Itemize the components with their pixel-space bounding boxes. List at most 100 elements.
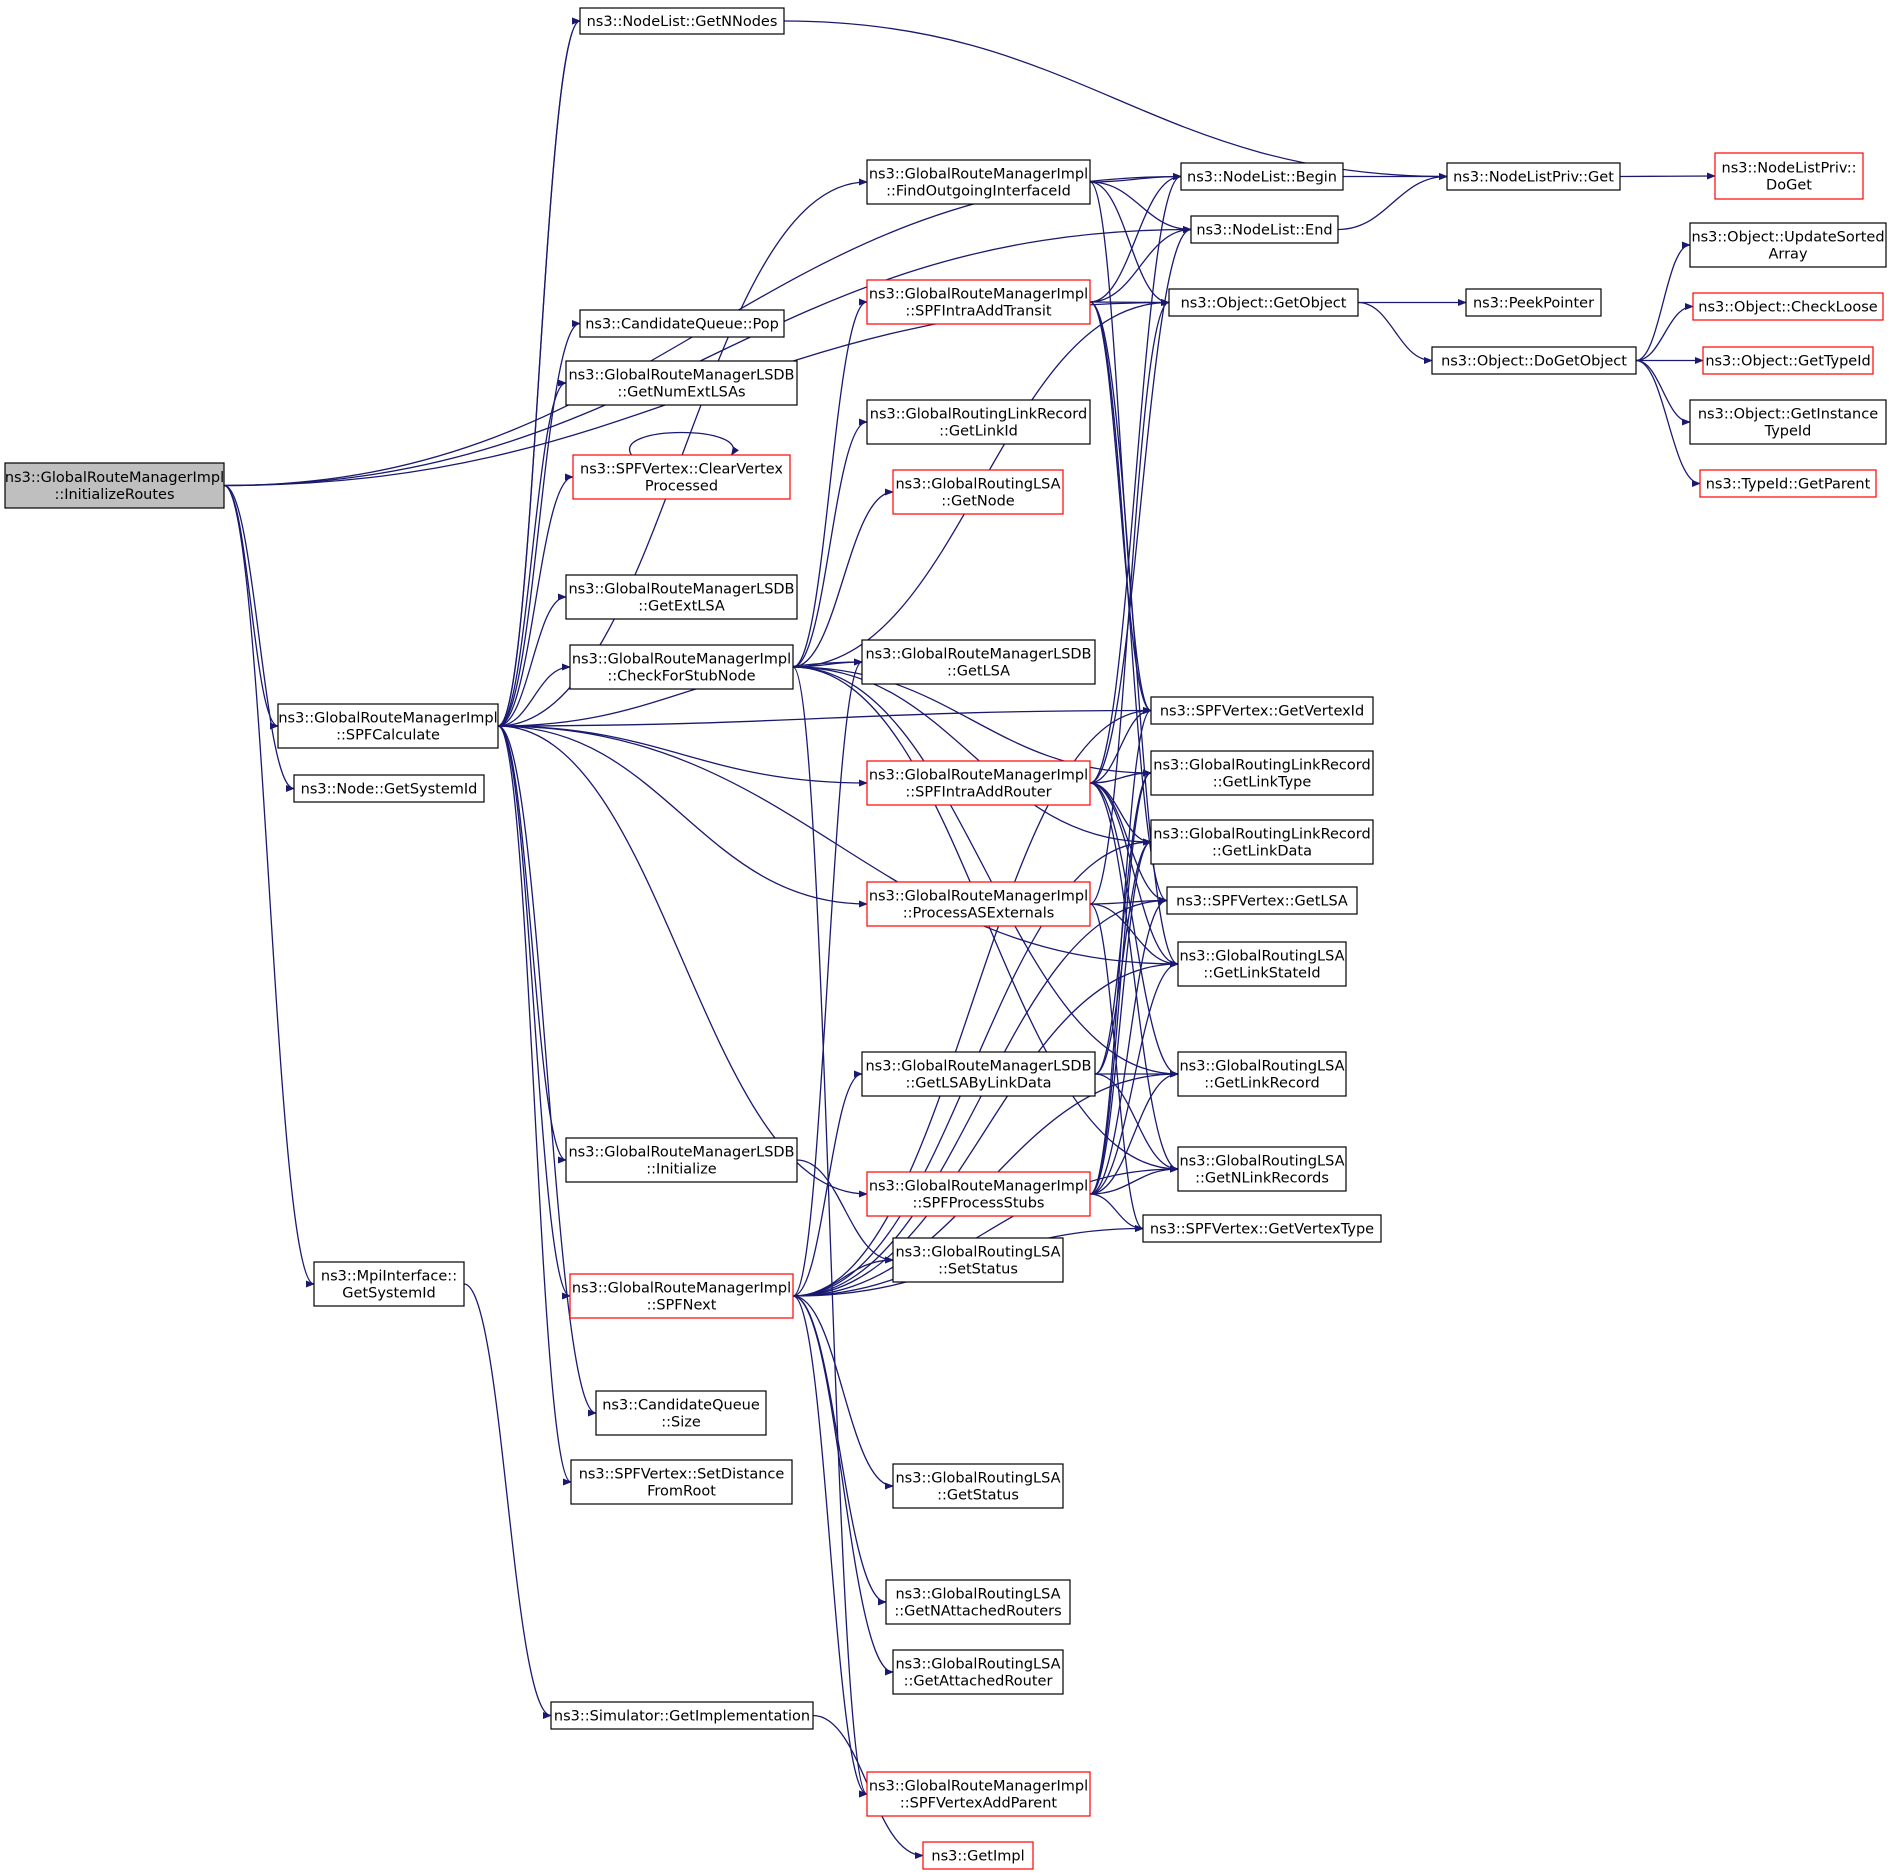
node-node-list-priv-do-get[interactable]: ns3::NodeListPriv::DoGet [1714,152,1864,200]
node-spfprocess-stubs[interactable]: ns3::GlobalRouteManagerImpl::SPFProcessS… [866,1171,1091,1217]
node-lsaget-status[interactable]: ns3::GlobalRoutingLSA::GetStatus [892,1463,1064,1509]
call-edge [792,666,1152,846]
node-node-list-begin[interactable]: ns3::NodeList::Begin [1180,162,1344,191]
node-peek-pointer[interactable]: ns3::PeekPointer [1465,288,1602,317]
node-label: ns3::NodeListPriv::Get [1453,170,1614,186]
node-get-vertex-id[interactable]: ns3::SPFVertex::GetVertexId [1150,696,1374,725]
node-process-asexternals[interactable]: ns3::GlobalRouteManagerImpl::ProcessASEx… [866,881,1091,927]
node-label: ns3::Node::GetSystemId [301,782,478,798]
node-box [892,1237,1064,1283]
node-cand-size[interactable]: ns3::CandidateQueue::Size [595,1390,767,1436]
node-get-type-id[interactable]: ns3::Object::GetTypeId [1702,346,1874,375]
node-label: ns3::CandidateQueue [602,1398,760,1414]
node-spfvertex-add-parent[interactable]: ns3::GlobalRouteManagerImpl::SPFVertexAd… [866,1771,1091,1817]
node-get-object[interactable]: ns3::Object::GetObject [1168,288,1359,317]
node-initialize-routes[interactable]: ns3::GlobalRouteManagerImpl::InitializeR… [4,462,225,509]
node-get-ext-lsa[interactable]: ns3::GlobalRouteManagerLSDB::GetExtLSA [565,574,798,620]
node-box [1180,162,1344,191]
node-label: ns3::GlobalRouteManagerLSDB [865,647,1091,663]
node-get-num-ext-lsas[interactable]: ns3::GlobalRouteManagerLSDB::GetNumExtLS… [565,360,798,406]
node-cand-pop[interactable]: ns3::CandidateQueue::Pop [579,309,785,338]
node-lsdbget-lsa[interactable]: ns3::GlobalRouteManagerLSDB::GetLSA [861,639,1096,685]
node-box [866,399,1091,445]
node-box [1689,399,1887,445]
node-box [866,1171,1091,1217]
node-node-list-end[interactable]: ns3::NodeList::End [1190,215,1339,244]
node-node-list-priv-get[interactable]: ns3::NodeListPriv::Get [1446,162,1621,191]
call-edge [497,379,567,727]
node-box [565,574,798,620]
call-edge [497,725,868,787]
node-do-get-object[interactable]: ns3::Object::DoGetObject [1431,346,1637,375]
node-label: ns3::PeekPointer [1473,296,1594,312]
node-label: ns3::GlobalRouteManagerImpl [869,1179,1088,1195]
node-get-system-id-node[interactable]: ns3::Node::GetSystemId [293,774,485,803]
node-label: ::GetLinkType [1213,775,1312,791]
node-box [313,1261,465,1307]
node-get-attached[interactable]: ns3::GlobalRoutingLSA::GetAttachedRouter [892,1649,1064,1695]
node-get-nlink-records[interactable]: ns3::GlobalRoutingLSA::GetNLinkRecords [1177,1146,1347,1192]
node-label: ::GetLinkId [939,424,1018,440]
call-edge [792,488,894,668]
node-check-for-stub-node[interactable]: ns3::GlobalRouteManagerImpl::CheckForStu… [569,644,794,690]
node-spfintra-add-router[interactable]: ns3::GlobalRouteManagerImpl::SPFIntraAdd… [866,760,1091,806]
call-edge [1619,172,1716,180]
node-box [569,1273,794,1319]
call-edge [1337,172,1448,231]
node-get-link-record[interactable]: ns3::GlobalRoutingLSA::GetLinkRecord [1177,1051,1347,1097]
node-label: ::GetNAttachedRouters [894,1604,1061,1620]
node-label: ns3::GlobalRoutingLSA [895,1471,1060,1487]
call-edge [497,725,567,1164]
node-label: ns3::Simulator::GetImplementation [554,1709,810,1725]
call-edge [792,298,868,668]
node-get-impl[interactable]: ns3::GetImpl [922,1841,1034,1870]
node-spfnext[interactable]: ns3::GlobalRouteManagerImpl::SPFNext [569,1273,794,1319]
node-box [866,760,1091,806]
node-check-loose[interactable]: ns3::Object::CheckLoose [1692,292,1884,321]
node-label: ::GetAttachedRouter [904,1674,1053,1690]
node-mpi-get-system-id[interactable]: ns3::MpiInterface::GetSystemId [313,1261,465,1307]
node-box [570,1459,793,1505]
node-link-rec-get-link-type[interactable]: ns3::GlobalRoutingLinkRecord::GetLinkTyp… [1150,750,1374,796]
node-link-rec-get-link-id[interactable]: ns3::GlobalRoutingLinkRecord::GetLinkId [866,399,1091,445]
node-get-nnodes[interactable]: ns3::NodeList::GetNNodes [579,7,785,35]
call-edge [1635,241,1691,362]
call-edge [1089,838,1152,1195]
node-vertex-get-lsa[interactable]: ns3::SPFVertex::GetLSA [1166,886,1358,915]
node-get-lsaby-link-data[interactable]: ns3::GlobalRouteManagerLSDB::GetLSAByLin… [861,1051,1096,1097]
node-spfintra-add-transit[interactable]: ns3::GlobalRouteManagerImpl::SPFIntraAdd… [866,279,1091,325]
node-label: ns3::GlobalRoutingLinkRecord [870,407,1087,423]
node-box [1714,152,1864,200]
node-label: ns3::SPFVertex::GetLSA [1176,894,1348,910]
node-lsaset-status[interactable]: ns3::GlobalRoutingLSA::SetStatus [892,1237,1064,1283]
node-lsdbinitialize[interactable]: ns3::GlobalRouteManagerLSDB::Initialize [565,1137,798,1183]
call-graph-nodes: ns3::GlobalRouteManagerImpl::InitializeR… [4,7,1887,1870]
node-label: ns3::Object::UpdateSorted [1691,230,1884,246]
node-label: ::GetExtLSA [638,599,725,615]
node-label: Processed [645,479,718,495]
node-label: ns3::GlobalRoutingLSA [895,1587,1060,1603]
node-lsaget-node[interactable]: ns3::GlobalRoutingLSA::GetNode [892,469,1064,515]
node-box [579,7,785,35]
call-edge [1089,298,1170,307]
node-spfcalculate[interactable]: ns3::GlobalRouteManagerImpl::SPFCalculat… [277,703,499,749]
node-box [569,644,794,690]
node-link-rec-get-link-data[interactable]: ns3::GlobalRoutingLinkRecord::GetLinkDat… [1150,819,1374,865]
node-get-vertex-type[interactable]: ns3::SPFVertex::GetVertexType [1142,1214,1382,1243]
node-find-outgoing[interactable]: ns3::GlobalRouteManagerImpl::FindOutgoin… [866,159,1091,205]
call-edge [1089,181,1170,307]
node-label: ::GetNumExtLSAs [617,385,745,401]
call-edge [497,725,868,1198]
call-edge [1635,359,1701,488]
node-box [1177,1051,1347,1097]
node-get-nattached[interactable]: ns3::GlobalRoutingLSA::GetNAttachedRoute… [885,1579,1071,1625]
node-type-id-get-parent[interactable]: ns3::TypeId::GetParent [1699,469,1877,498]
node-sim-get-impl[interactable]: ns3::Simulator::GetImplementation [550,1701,814,1730]
node-get-link-state-id[interactable]: ns3::GlobalRoutingLSA::GetLinkStateId [1177,941,1347,987]
node-label: ns3::GlobalRoutingLSA [895,1657,1060,1673]
